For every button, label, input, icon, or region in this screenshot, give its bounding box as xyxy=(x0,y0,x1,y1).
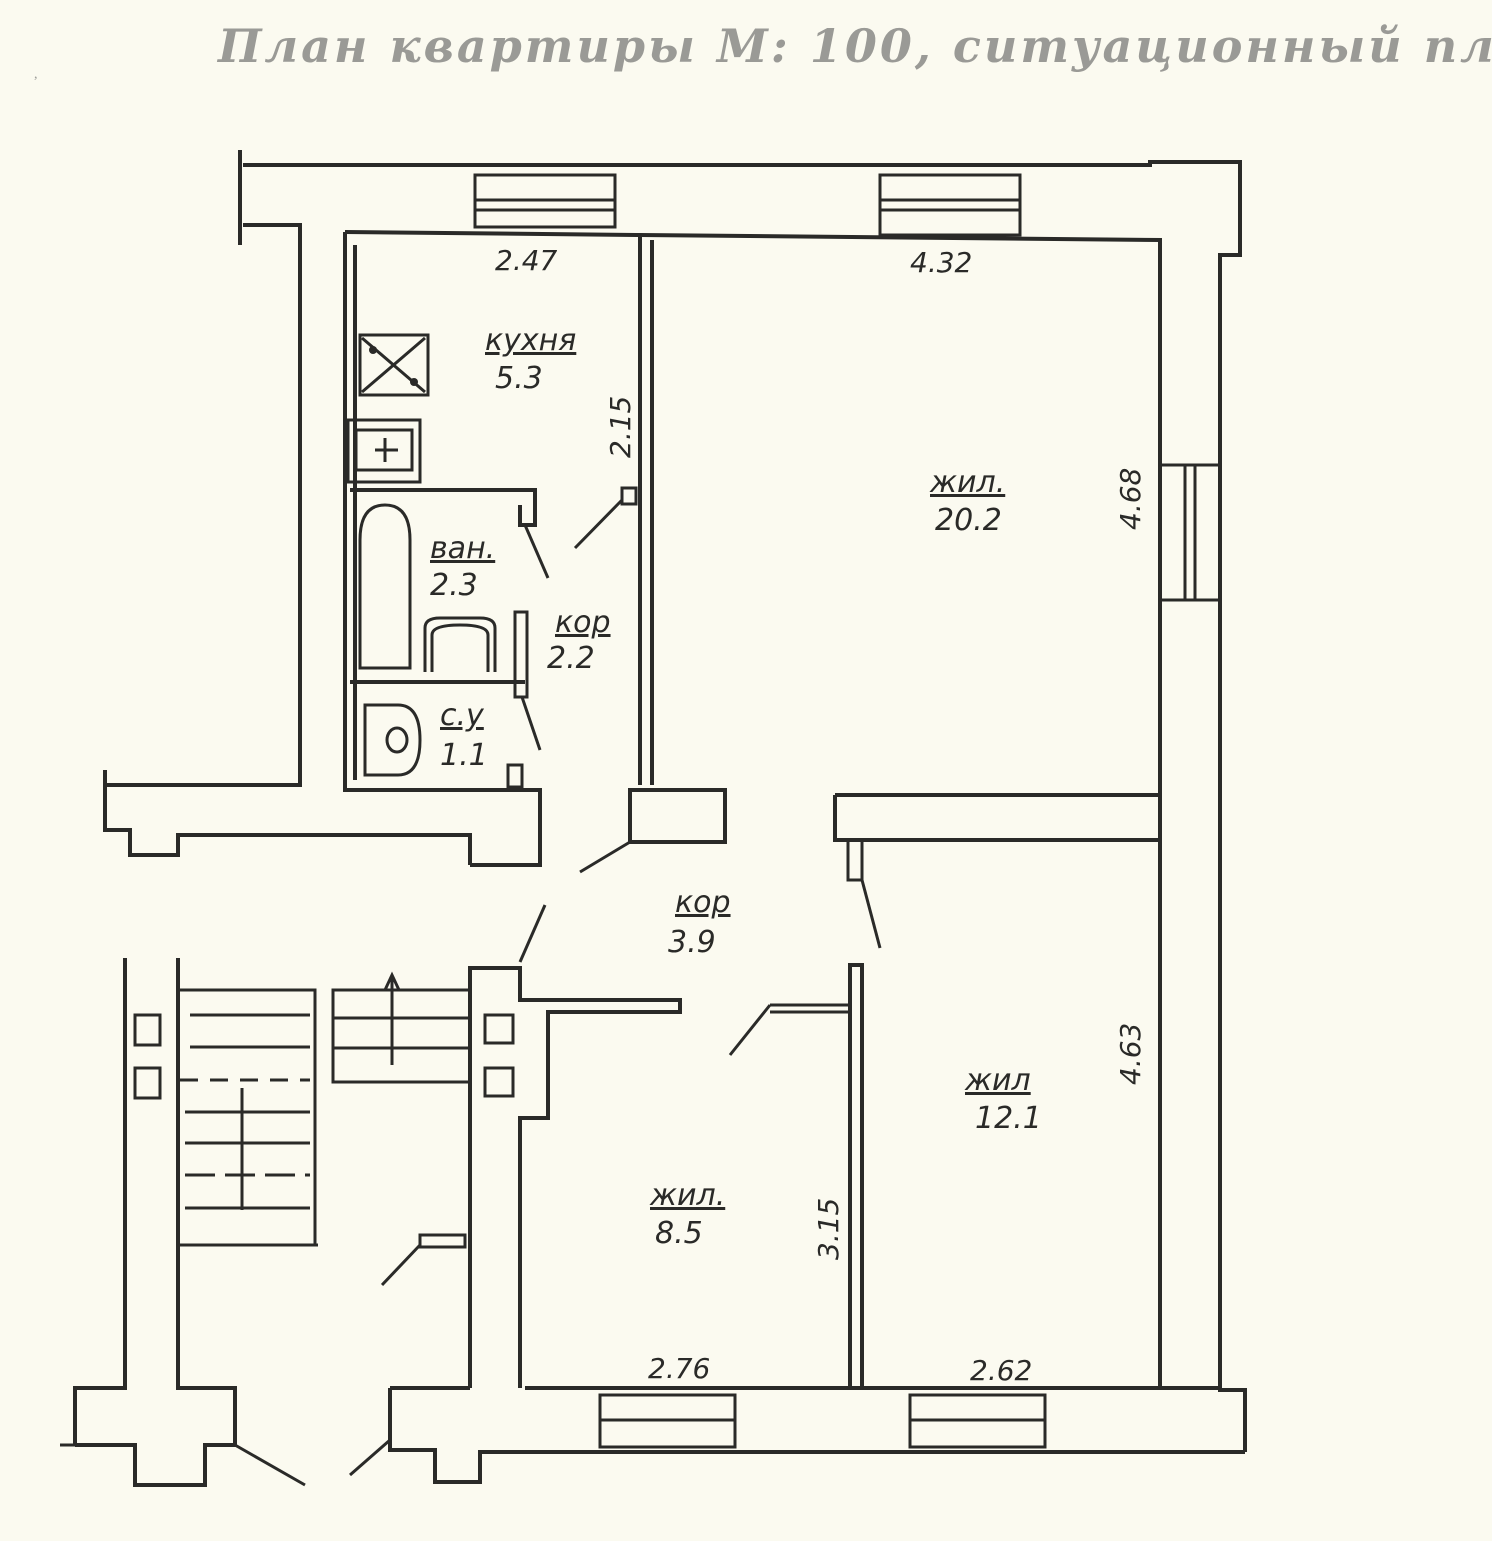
living2-area: 12.1 xyxy=(975,1101,1042,1136)
kitchen-name: кухня xyxy=(485,323,576,358)
vent-icon xyxy=(133,1013,162,1047)
wc-name: с.у xyxy=(440,698,485,733)
dimension-labels: 2.47 4.32 2.15 4.68 4.63 3.15 2.76 2.62 xyxy=(495,244,1147,1387)
living2-name: жил xyxy=(964,1063,1031,1098)
dim-living3-width: 2.76 xyxy=(648,1352,710,1385)
dim-living2-width: 2.62 xyxy=(970,1354,1032,1387)
vent-icon xyxy=(133,1066,162,1100)
bath-fixtures xyxy=(358,503,497,672)
wc-area: 1.1 xyxy=(440,738,488,773)
bath-name: ван. xyxy=(430,531,495,566)
dim-living2-depth: 4.63 xyxy=(1114,1023,1147,1085)
interior-walls xyxy=(388,788,1245,1484)
dim-kitchen-depth: 2.15 xyxy=(604,396,637,458)
dim-kitchen-width: 2.47 xyxy=(495,244,558,277)
living3-area: 8.5 xyxy=(655,1216,703,1251)
stairwell xyxy=(60,958,472,1487)
sink-icon xyxy=(346,418,422,484)
corridor2-name: кор xyxy=(675,885,731,920)
wc-fixtures xyxy=(363,703,422,777)
living1-name: жил. xyxy=(929,465,1005,500)
corridor1-name: кор xyxy=(555,605,611,640)
corridor1-area: 2.2 xyxy=(547,641,595,676)
bathtub-icon xyxy=(358,503,412,670)
vent-icon xyxy=(483,1066,515,1098)
kitchen-fixtures xyxy=(346,333,430,484)
outer-walls xyxy=(103,150,1247,1452)
dim-living3-depth: 3.15 xyxy=(812,1198,845,1260)
dim-living1-depth: 4.68 xyxy=(1114,468,1147,530)
kitchen-area: 5.3 xyxy=(495,361,543,396)
bath-area: 2.3 xyxy=(430,568,478,603)
dim-living1-width: 4.32 xyxy=(910,246,972,279)
room-labels: кухня 5.3 жил. 20.2 ван. 2.3 кор 2.2 с.у… xyxy=(430,323,1042,1251)
speck: , xyxy=(34,67,38,82)
stove-icon xyxy=(358,333,430,397)
plan-title: План квартиры М: 100, ситуационный план xyxy=(216,19,1492,73)
vent-icon xyxy=(483,1013,515,1045)
corridor2-area: 3.9 xyxy=(668,925,716,960)
washbasin-icon xyxy=(423,616,497,672)
living3-name: жил. xyxy=(649,1178,725,1213)
wet-zone-walls xyxy=(350,235,654,789)
living1-area: 20.2 xyxy=(935,503,1002,538)
toilet-icon xyxy=(363,703,422,777)
